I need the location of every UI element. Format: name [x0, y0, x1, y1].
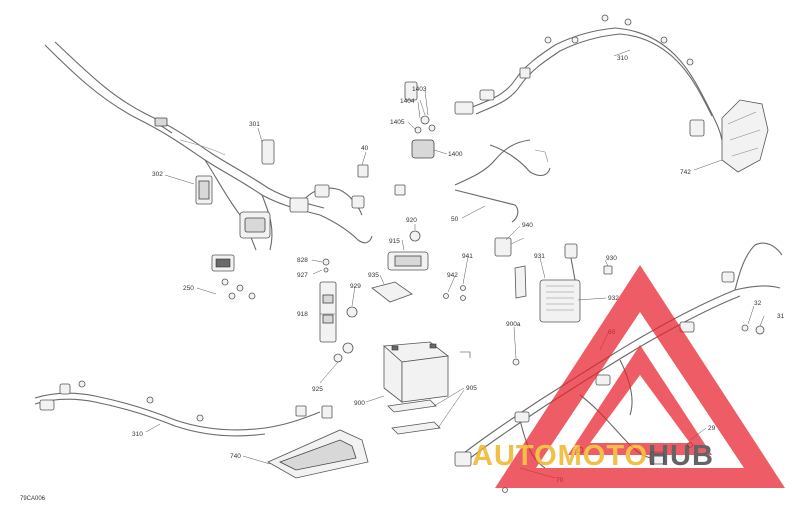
callout-905: 905	[466, 385, 477, 392]
leader-lines	[145, 49, 765, 479]
electrical-box-parts	[319, 230, 525, 363]
frame-bracket	[454, 139, 551, 223]
callout-1403: 1403	[412, 86, 427, 93]
callout-900a: 900a	[506, 321, 521, 328]
callout-40: 40	[361, 145, 369, 152]
callout-925: 925	[312, 386, 323, 393]
diagram-code: 79CA006	[20, 496, 46, 502]
callout-900: 900	[354, 400, 365, 407]
main-wiring-harness	[44, 41, 373, 300]
watermark-text-auto: AUTO	[472, 440, 558, 472]
callout-29: 29	[708, 425, 716, 432]
callout-935: 935	[368, 272, 379, 279]
callout-740: 740	[230, 453, 241, 460]
callout-930: 930	[606, 255, 617, 262]
relay-cluster	[357, 81, 436, 196]
callout-942: 942	[447, 272, 458, 279]
callout-1400: 1400	[448, 151, 463, 158]
callout-915: 915	[389, 238, 400, 245]
callout-918: 918	[297, 311, 308, 318]
callout-31: 31	[777, 313, 785, 320]
part-callouts: 301 302 250 40 1403 1404 1405 1400 310 7…	[20, 55, 785, 502]
callout-932: 932	[608, 295, 619, 302]
front-harness-top	[454, 14, 769, 173]
callout-920: 920	[406, 217, 417, 224]
callout-310-top: 310	[617, 55, 628, 62]
watermark-triangle	[495, 265, 785, 488]
svg-text:AUTOMOTOHUB: AUTOMOTOHUB	[472, 440, 714, 472]
callout-828: 828	[297, 257, 308, 264]
battery	[383, 341, 520, 435]
watermark-text-moto: MOTO	[558, 440, 648, 472]
callout-1405: 1405	[390, 119, 405, 126]
callout-941: 941	[462, 253, 473, 260]
callout-302: 302	[152, 171, 163, 178]
callout-250: 250	[183, 285, 194, 292]
watermark-text-hub: HUB	[648, 440, 714, 472]
callout-929: 929	[350, 283, 361, 290]
voltage-regulator	[514, 243, 613, 323]
rear-harness-left	[34, 380, 369, 479]
callout-742: 742	[680, 169, 691, 176]
callout-931: 931	[534, 253, 545, 260]
callout-32: 32	[754, 300, 762, 307]
callout-301: 301	[249, 121, 260, 128]
callout-940: 940	[522, 222, 533, 229]
callout-310-bottom: 310	[132, 431, 143, 438]
callout-1404: 1404	[400, 98, 415, 105]
callout-927: 927	[297, 272, 308, 279]
callout-50: 50	[451, 216, 459, 223]
watermark-logo: AUTOMOTOHUB	[472, 265, 785, 488]
